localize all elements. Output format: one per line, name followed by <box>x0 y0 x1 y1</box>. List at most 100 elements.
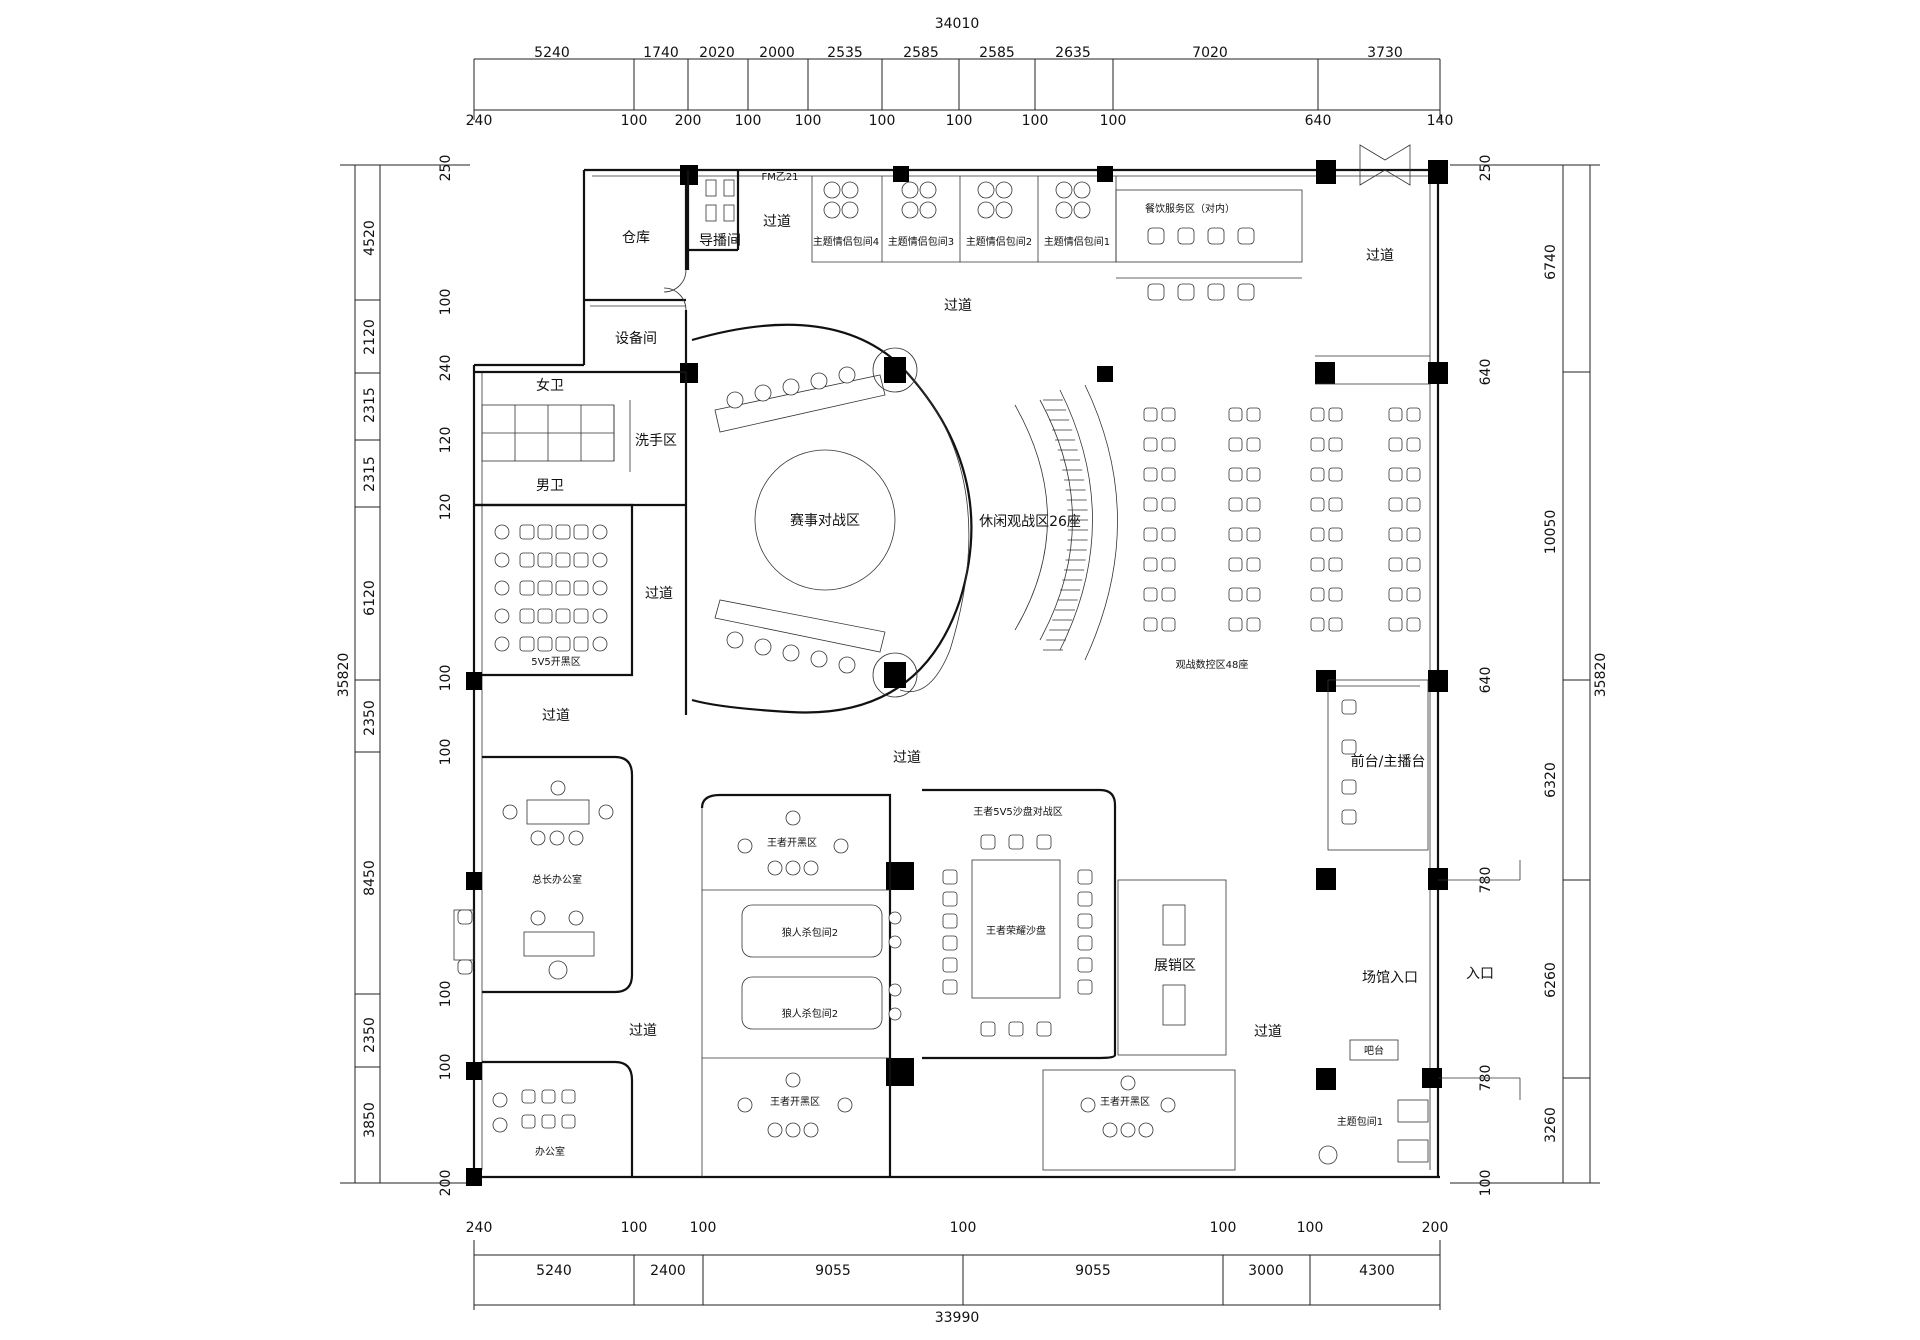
chair <box>568 830 584 846</box>
entrance-hall: 场馆入口 入口 吧台 主题包间1 <box>1318 860 1521 1165</box>
chair <box>598 804 614 820</box>
chair <box>1143 617 1158 632</box>
chair <box>494 608 510 624</box>
arena: 赛事对战区 过道 <box>684 323 973 766</box>
chair <box>1228 467 1243 482</box>
chair <box>541 1089 556 1104</box>
chair <box>942 891 958 907</box>
top-dim-2: 1740 <box>643 45 679 61</box>
chair <box>592 608 608 624</box>
chair <box>1388 617 1403 632</box>
top-dim-1: 5240 <box>534 45 570 61</box>
chair <box>592 636 608 652</box>
chair <box>519 524 535 540</box>
chair <box>1328 467 1343 482</box>
chair <box>810 372 828 390</box>
top-wall-4: 100 <box>735 113 762 129</box>
chair <box>555 580 571 596</box>
bottom-dim-2: 2400 <box>650 1263 686 1279</box>
right-dim-5: 3260 <box>1543 1107 1559 1143</box>
chair <box>561 1114 576 1129</box>
left-wall-1: 250 <box>438 155 454 182</box>
right-dimension-chain: 35820 6740 10050 6320 6260 3260 250 640 … <box>1450 155 1609 1196</box>
chair <box>767 860 783 876</box>
top-dim-6: 2585 <box>903 45 939 61</box>
right-wall-2: 640 <box>1478 359 1494 386</box>
left-dim-5: 6120 <box>362 580 378 616</box>
chair <box>1077 869 1093 885</box>
top-wall-8: 100 <box>1022 113 1049 129</box>
chair <box>1143 527 1158 542</box>
chair <box>1310 407 1325 422</box>
left-wall-9: 100 <box>438 1054 454 1081</box>
chair <box>1310 557 1325 572</box>
chair <box>942 913 958 929</box>
chair <box>521 1114 536 1129</box>
chair <box>1228 587 1243 602</box>
chair <box>1077 935 1093 951</box>
chair <box>1077 913 1093 929</box>
chair <box>785 1072 801 1088</box>
chair <box>782 378 800 396</box>
chair <box>1161 407 1176 422</box>
top-dim-8: 2635 <box>1055 45 1091 61</box>
female-wc-label: 女卫 <box>536 377 564 394</box>
service-rooms: 仓库 导播间 设备间 FM乙21 过道 <box>584 170 799 365</box>
left-wall-8: 100 <box>438 981 454 1008</box>
front-desk-label: 前台/主播台 <box>1351 753 1426 770</box>
left-dim-4: 2315 <box>362 456 378 492</box>
chair <box>1008 1021 1024 1037</box>
theme-booth-1-label: 主题情侣包间1 <box>1044 235 1110 248</box>
theme-room-label: 主题包间1 <box>1337 1115 1383 1128</box>
chair <box>561 1089 576 1104</box>
chair <box>1080 1097 1096 1113</box>
chair <box>519 552 535 568</box>
chair <box>737 838 753 854</box>
top-wall-5: 100 <box>795 113 822 129</box>
chair <box>548 960 568 980</box>
chair <box>519 636 535 652</box>
chair <box>1406 497 1421 512</box>
bottom-wall-7: 200 <box>1422 1220 1449 1236</box>
right-wall-1: 250 <box>1478 155 1494 182</box>
top-dim-4: 2000 <box>759 45 795 61</box>
chair <box>502 804 518 820</box>
chair <box>888 911 902 925</box>
top-dim-5: 2535 <box>827 45 863 61</box>
chair <box>494 636 510 652</box>
right-dim-3: 6320 <box>1543 762 1559 798</box>
left-wall-4: 120 <box>438 427 454 454</box>
chair <box>1143 437 1158 452</box>
right-dim-4: 6260 <box>1543 962 1559 998</box>
exhibit-area: 展销区 王者开黑区 过道 <box>1042 879 1282 1171</box>
bottom-dimension-chain: 240 100 100 100 100 100 200 5240 2400 90… <box>466 1220 1449 1326</box>
chair <box>726 391 744 409</box>
chair <box>942 979 958 995</box>
office: 办公室 过道 <box>482 1023 657 1177</box>
king-open-c-label: 王者开黑区 <box>1100 1096 1150 1108</box>
chair <box>942 957 958 973</box>
bottom-wall-1: 240 <box>466 1220 493 1236</box>
corridor-label-arena: 过道 <box>893 750 921 766</box>
chair <box>1228 617 1243 632</box>
chair <box>803 860 819 876</box>
catering-label: 餐饮服务区（对内） <box>1145 202 1235 215</box>
washroom-label: 洗手区 <box>635 433 677 449</box>
chair <box>1228 437 1243 452</box>
top-dim-10: 3730 <box>1367 45 1403 61</box>
king-open-b-label: 王者开黑区 <box>770 1096 820 1108</box>
chair <box>555 608 571 624</box>
chair <box>1328 407 1343 422</box>
chair <box>1328 527 1343 542</box>
corridor-label-lower-left: 过道 <box>629 1023 657 1039</box>
chair <box>726 631 744 649</box>
warehouse-label: 仓库 <box>622 230 650 246</box>
left-wall-2: 100 <box>438 289 454 316</box>
fire-door-tag: FM乙21 <box>761 171 798 183</box>
exterior-walls <box>472 168 1440 1179</box>
theme-booth-4-label: 主题情侣包间4 <box>813 235 879 248</box>
right-dim-2: 10050 <box>1543 510 1559 555</box>
chair <box>1246 467 1261 482</box>
chair <box>1406 557 1421 572</box>
